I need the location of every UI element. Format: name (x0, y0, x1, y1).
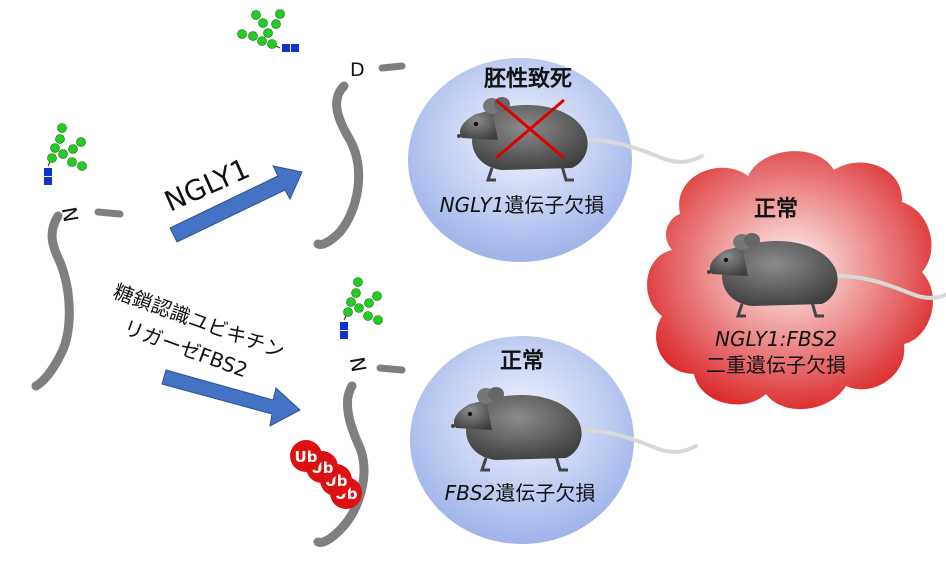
protein-chain-bottom (313, 364, 406, 547)
protein-chain-top (313, 62, 406, 249)
glycan-bottom (339, 277, 383, 340)
residue-d-top: D (350, 59, 365, 81)
panel-right: 正常 NGLY1:FBS2 二重遺伝子欠損 (647, 151, 946, 410)
arrow-fbs2 (161, 369, 301, 427)
panel-bottom: 正常 FBS2遺伝子欠損 (410, 336, 698, 544)
svg-text:Ub: Ub (295, 448, 318, 466)
glycan-left (43, 123, 87, 186)
panel-top-gene: NGLY1遺伝子欠損 (440, 193, 605, 217)
glycan-free (237, 9, 300, 53)
panel-right-gene-suffix: 二重遺伝子欠損 (706, 353, 846, 377)
ub-4: Ub (290, 440, 322, 472)
arrow-ngly1 (169, 165, 303, 243)
residue-n-bottom: N (345, 355, 371, 374)
ubiquitin-chain: Ub Ub Ub Ub (290, 440, 362, 509)
cross-mark (495, 98, 565, 160)
residue-n-left: N (57, 205, 83, 224)
panel-right-status: 正常 (754, 196, 798, 222)
panel-top: 胚性致死 NGLY1遺伝子欠損 (408, 58, 704, 262)
panel-right-gene: NGLY1:FBS2 (715, 327, 837, 351)
panel-bottom-gene: FBS2遺伝子欠損 (445, 481, 596, 505)
panel-top-status: 胚性致死 (484, 66, 572, 92)
protein-chain-left (31, 208, 124, 391)
panel-bottom-status: 正常 (500, 348, 544, 374)
